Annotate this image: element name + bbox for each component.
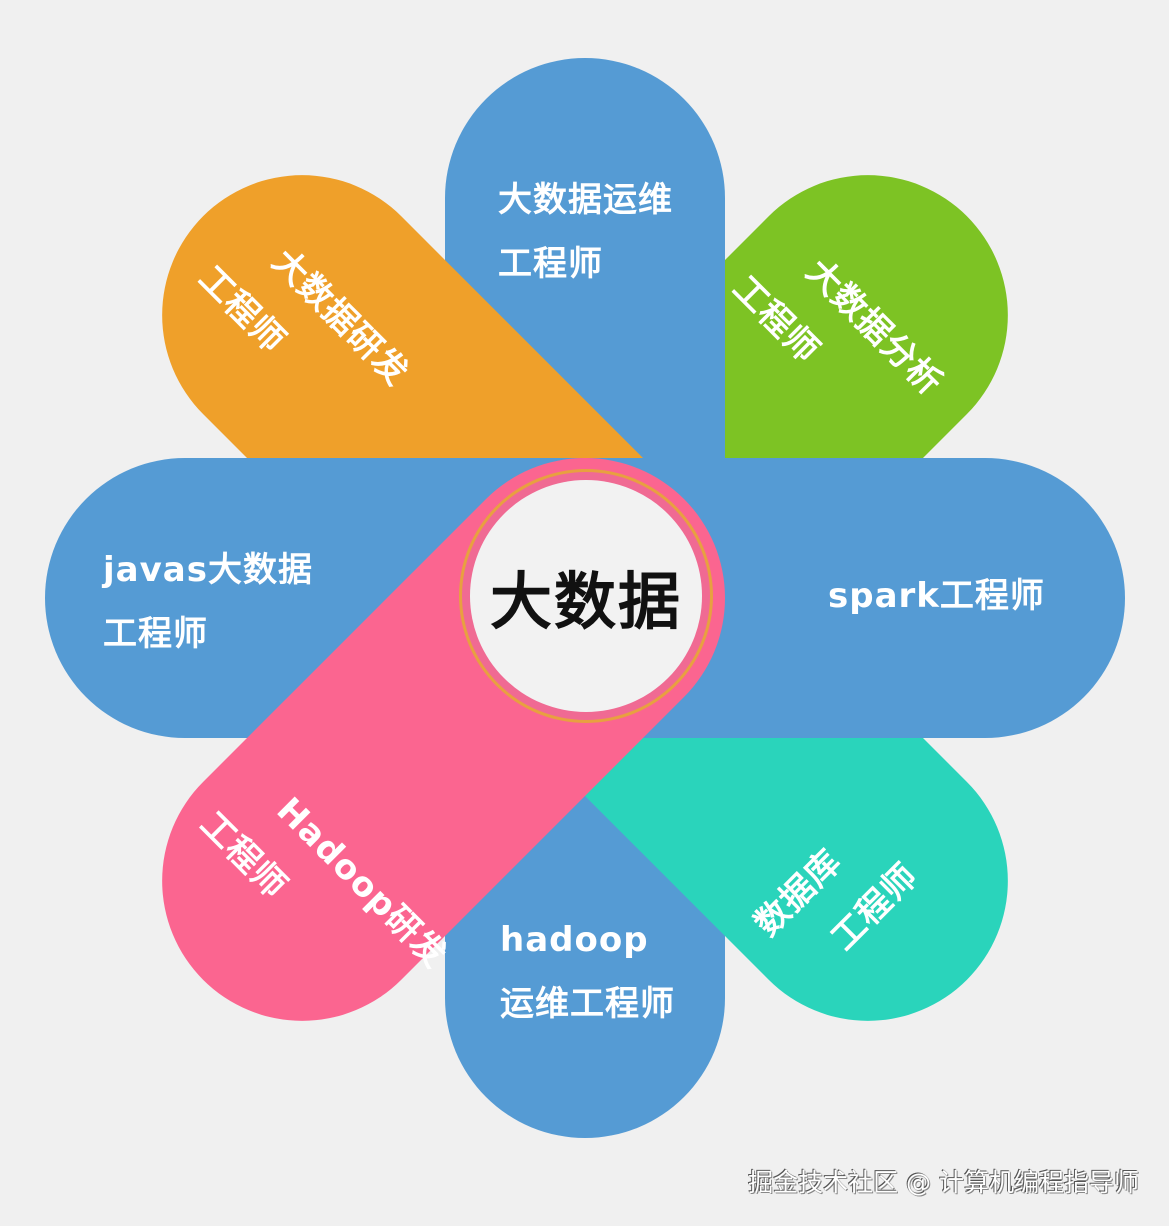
label-spark: spark工程师 — [828, 564, 1045, 628]
label-line: 大数据运维 — [498, 180, 673, 220]
center-label: 大数据 — [489, 565, 682, 638]
label-line: 工程师 — [498, 244, 603, 284]
watermark: 掘金技术社区 @ 计算机编程指导师 — [748, 1168, 1139, 1197]
label-line: javas大数据 — [103, 550, 313, 590]
label-line: spark工程师 — [828, 576, 1045, 616]
label-line: 运维工程师 — [500, 984, 675, 1024]
label-hadoop-ops: hadoop 运维工程师 — [500, 908, 675, 1036]
label-line: hadoop — [500, 920, 649, 960]
label-line: 工程师 — [103, 614, 208, 654]
center-circle: 大数据 — [470, 480, 702, 712]
label-big-data-ops: 大数据运维 工程师 — [498, 168, 673, 296]
label-java-big-data: javas大数据 工程师 — [103, 538, 313, 666]
